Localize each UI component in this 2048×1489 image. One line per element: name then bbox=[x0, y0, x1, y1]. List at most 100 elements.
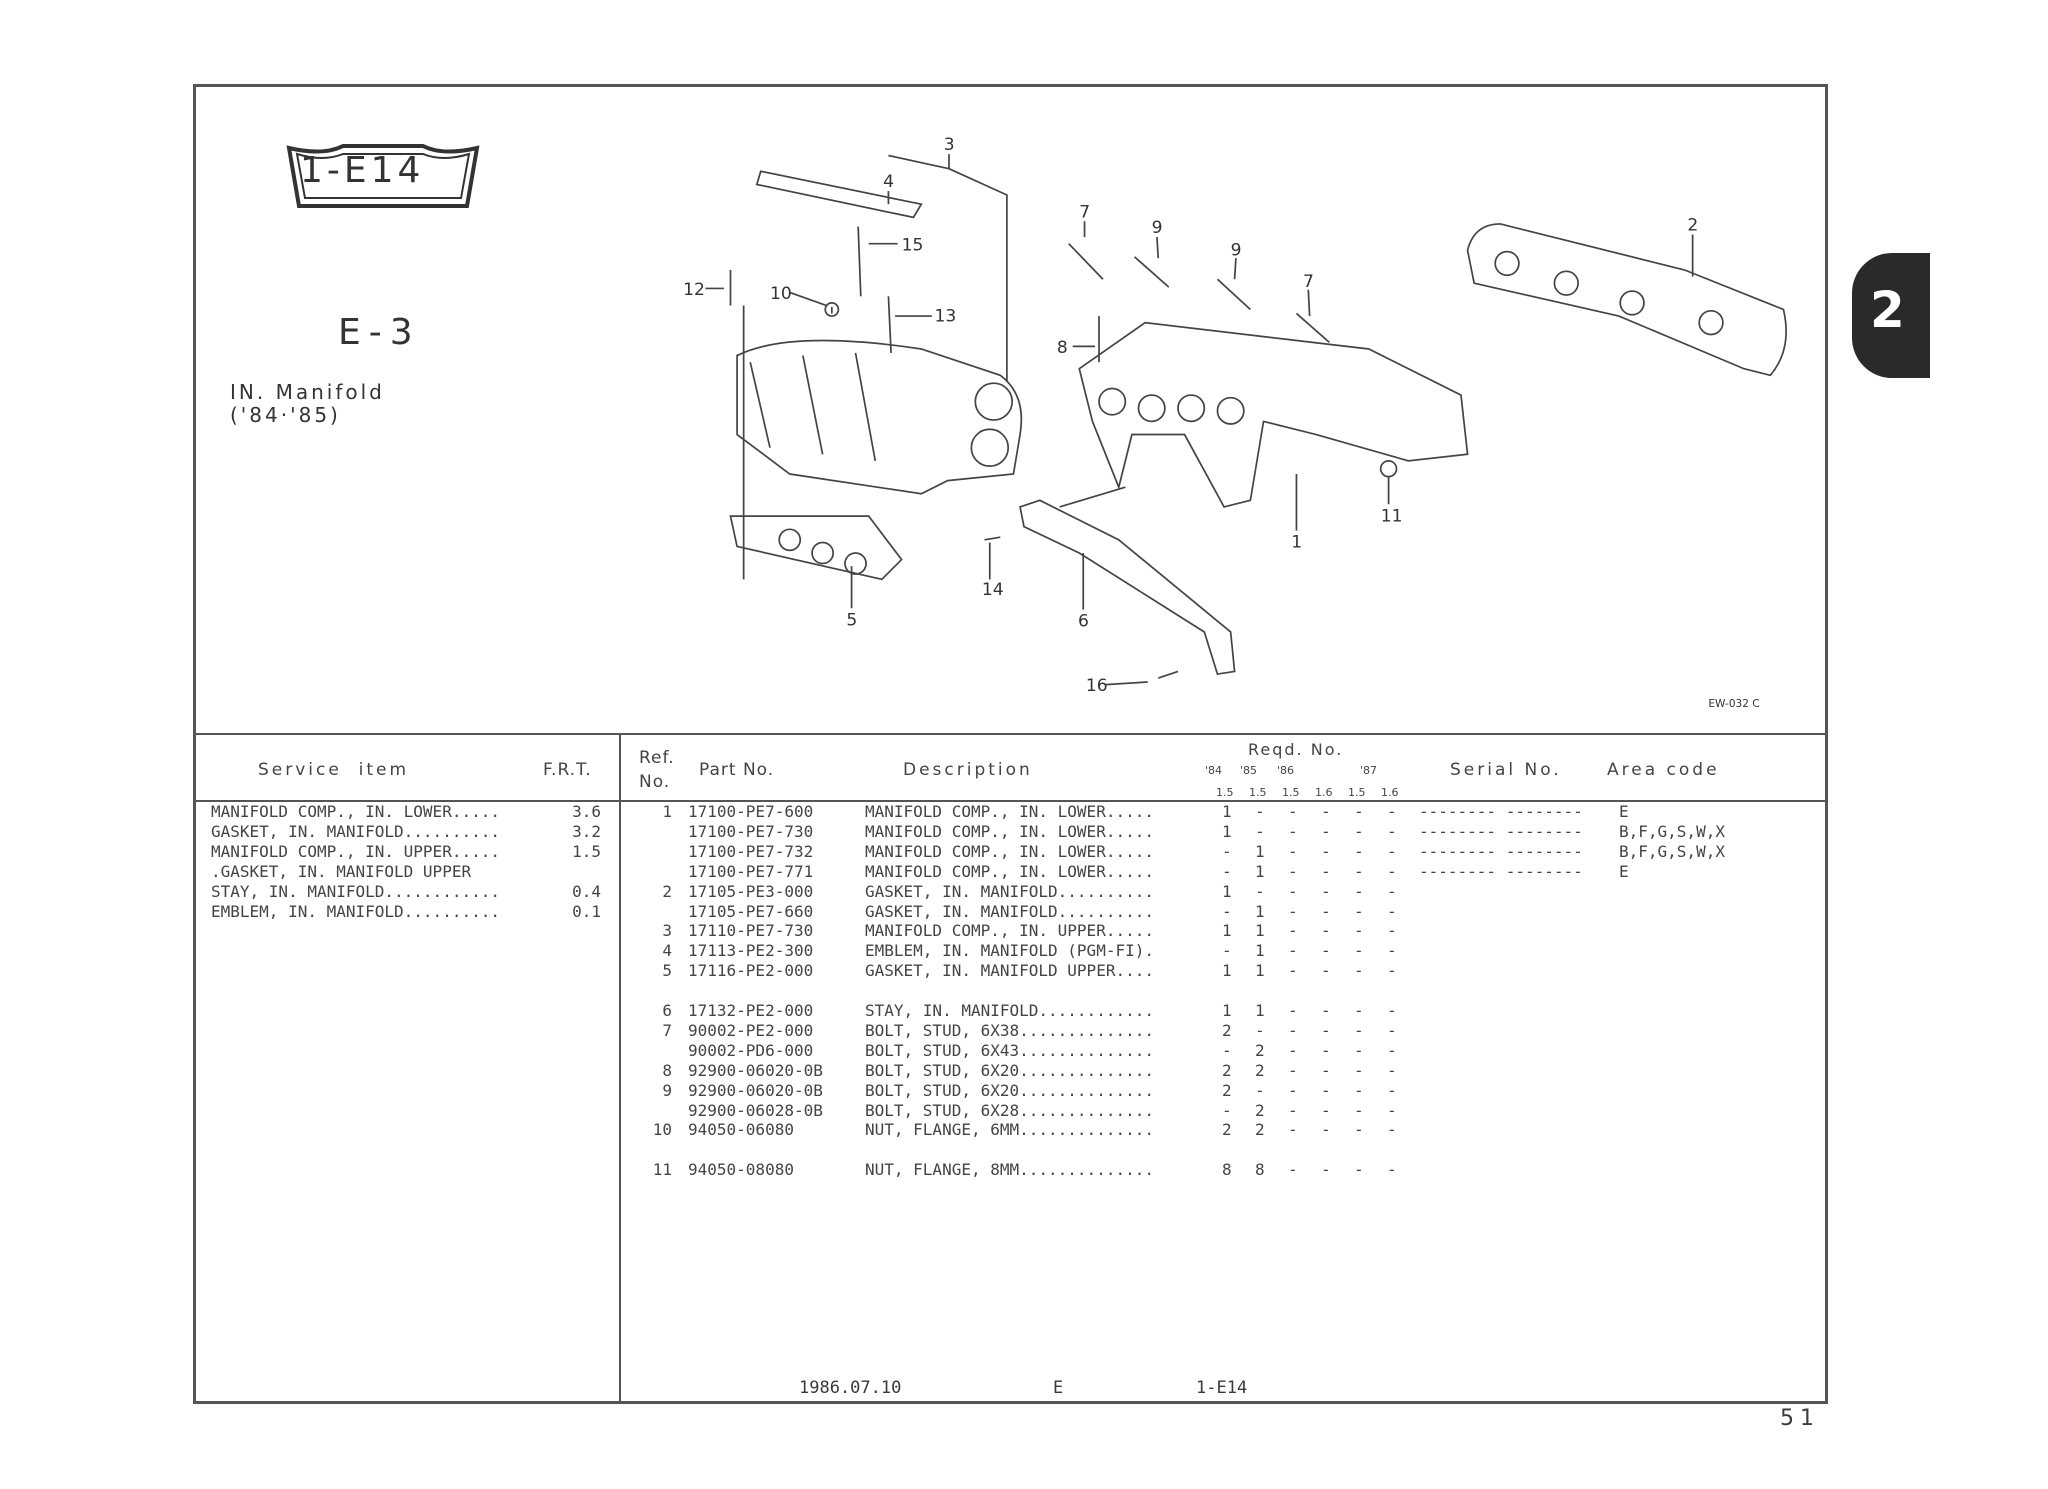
qty-value: - bbox=[1354, 901, 1364, 921]
serial-range: -------- -------- bbox=[1419, 821, 1583, 841]
ref-no: 2 bbox=[662, 881, 672, 901]
qty-value: 8 bbox=[1255, 1160, 1265, 1180]
ref-no: 4 bbox=[662, 941, 672, 961]
qty-value: - bbox=[1321, 1120, 1331, 1140]
section-badge: 1-E14 bbox=[300, 150, 425, 191]
part-number: 17100-PE7-771 bbox=[688, 861, 814, 881]
header-area: Area code bbox=[1607, 760, 1720, 780]
qty-value: - bbox=[1321, 1060, 1331, 1080]
qty-value: - bbox=[1387, 802, 1397, 821]
qty-value: - bbox=[1387, 821, 1397, 841]
part-number: 17110-PE7-730 bbox=[688, 921, 814, 941]
description: MANIFOLD COMP., IN. LOWER..... bbox=[865, 802, 1154, 821]
ref-no: 11 bbox=[652, 1160, 672, 1180]
header-no: No. bbox=[639, 772, 671, 792]
description: BOLT, STUD, 6X38.............. bbox=[865, 1020, 1154, 1040]
qty-value: - bbox=[1288, 1040, 1298, 1060]
header-year: '84 bbox=[1205, 764, 1223, 777]
service-item: STAY, IN. MANIFOLD............ bbox=[211, 881, 500, 901]
description: STAY, IN. MANIFOLD............ bbox=[865, 1001, 1154, 1020]
service-item: MANIFOLD COMP., IN. LOWER..... bbox=[211, 802, 500, 821]
qty-value: - bbox=[1321, 1040, 1331, 1060]
part-number: 17100-PE7-730 bbox=[688, 821, 814, 841]
description: NUT, FLANGE, 8MM.............. bbox=[865, 1160, 1154, 1180]
qty-value: - bbox=[1288, 821, 1298, 841]
qty-value: - bbox=[1387, 901, 1397, 921]
qty-value: - bbox=[1288, 1001, 1298, 1020]
ref-no: 8 bbox=[662, 1060, 672, 1080]
divider bbox=[193, 800, 1828, 802]
header-serial: Serial No. bbox=[1450, 760, 1562, 780]
group-years: ('84·'85) bbox=[230, 403, 341, 427]
callout-label: 11 bbox=[1381, 506, 1403, 526]
header-description: Description bbox=[903, 760, 1033, 780]
serial-range: -------- -------- bbox=[1419, 841, 1583, 861]
part-number: 17100-PE7-600 bbox=[688, 802, 814, 821]
part-number: 94050-06080 bbox=[688, 1120, 794, 1140]
qty-value: 1 bbox=[1255, 921, 1265, 941]
ref-no: 1 bbox=[662, 802, 672, 821]
frt-value: 0.1 bbox=[572, 901, 601, 921]
qty-value: - bbox=[1321, 901, 1331, 921]
qty-value: - bbox=[1354, 861, 1364, 881]
qty-value: - bbox=[1354, 1080, 1364, 1100]
header-part-no: Part No. bbox=[699, 760, 775, 780]
qty-value: - bbox=[1288, 941, 1298, 961]
qty-value: - bbox=[1354, 881, 1364, 901]
qty-value: - bbox=[1321, 1001, 1331, 1020]
qty-value: 2 bbox=[1255, 1060, 1265, 1080]
area-code: B,F,G,S,W,X bbox=[1619, 841, 1725, 861]
qty-value: - bbox=[1354, 1001, 1364, 1020]
area-code: B,F,G,S,W,X bbox=[1619, 821, 1725, 841]
description: GASKET, IN. MANIFOLD.......... bbox=[865, 881, 1154, 901]
diagram-code: EW-032 C bbox=[1708, 698, 1759, 710]
header-engine: 1.5 bbox=[1249, 786, 1267, 799]
qty-value: - bbox=[1288, 901, 1298, 921]
qty-value: - bbox=[1321, 821, 1331, 841]
page-frame bbox=[193, 84, 1828, 1404]
qty-value: - bbox=[1321, 1020, 1331, 1040]
qty-value: - bbox=[1354, 841, 1364, 861]
qty-value: - bbox=[1354, 1160, 1364, 1180]
ref-no: 9 bbox=[662, 1080, 672, 1100]
part-number: 94050-08080 bbox=[688, 1160, 794, 1180]
group-title: IN. Manifold bbox=[230, 380, 385, 404]
ref-no: 10 bbox=[652, 1120, 672, 1140]
qty-value: - bbox=[1387, 1120, 1397, 1140]
qty-value: 1 bbox=[1255, 961, 1265, 981]
frt-value: 3.2 bbox=[572, 821, 601, 841]
part-number: 17100-PE7-732 bbox=[688, 841, 814, 861]
callout-label: 16 bbox=[1086, 676, 1108, 696]
qty-value: - bbox=[1288, 1080, 1298, 1100]
part-number: 17113-PE2-300 bbox=[688, 941, 814, 961]
qty-value: 1 bbox=[1255, 941, 1265, 961]
qty-value: 2 bbox=[1222, 1060, 1232, 1080]
qty-value: - bbox=[1321, 1080, 1331, 1100]
header-ref: Ref. bbox=[639, 748, 675, 768]
qty-value: - bbox=[1354, 1020, 1364, 1040]
qty-value: - bbox=[1222, 1040, 1232, 1060]
header-reqd: Reqd. No. bbox=[1248, 740, 1344, 759]
header-engine: 1.5 bbox=[1348, 786, 1366, 799]
part-number: 92900-06020-0B bbox=[688, 1060, 823, 1080]
callout-label: 14 bbox=[982, 580, 1004, 600]
service-item: .GASKET, IN. MANIFOLD UPPER bbox=[211, 861, 472, 881]
header-year: '87 bbox=[1360, 764, 1378, 777]
qty-value: - bbox=[1387, 1160, 1397, 1180]
section-tab[interactable]: 2 bbox=[1852, 253, 1930, 378]
header-engine: 1.5 bbox=[1282, 786, 1300, 799]
callout-label: 13 bbox=[934, 306, 956, 326]
service-row: STAY, IN. MANIFOLD............0.4 bbox=[211, 882, 601, 902]
